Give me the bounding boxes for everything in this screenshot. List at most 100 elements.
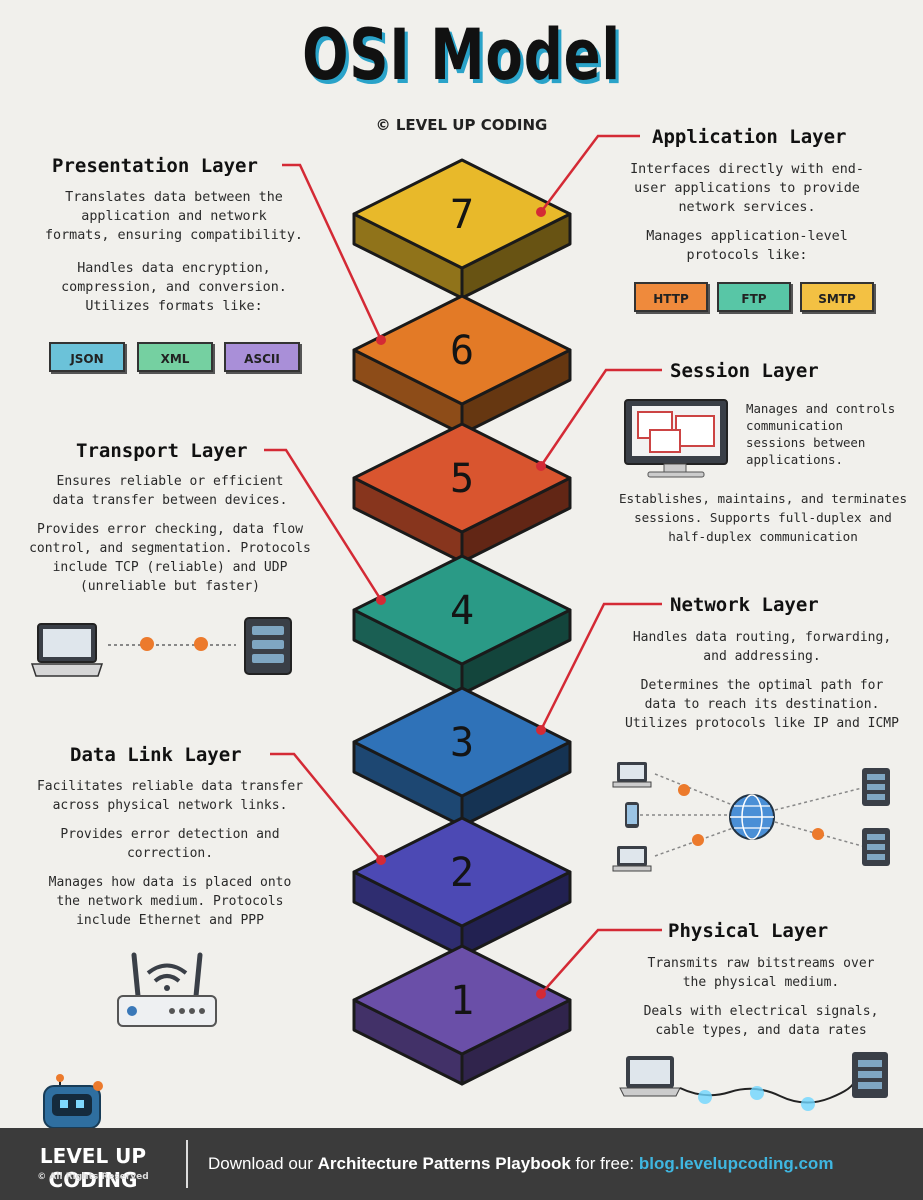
network-p2-line: Determines the optimal path for (640, 678, 884, 693)
physical-leader (540, 928, 662, 995)
physical-layer-desc: Transmits raw bitstreams over the physic… (616, 954, 906, 1050)
transport-p2-line: include TCP (reliable) and UDP (52, 560, 288, 575)
network-diagram (612, 762, 890, 872)
layer-number: 3 (450, 720, 474, 766)
transport-leader-dot (376, 595, 386, 605)
datalink-p1-line: Facilitates reliable data transfer (36, 779, 304, 794)
protocol-tag-ftp: FTP (717, 282, 791, 312)
network-layer-desc: Handles data routing, forwarding, and ad… (604, 628, 920, 743)
physical-layer-title: Physical Layer (668, 920, 829, 942)
presentation-p2-line: Utilizes formats like: (85, 299, 263, 314)
network-p1-line: and addressing. (703, 649, 821, 664)
session-leader-dot (536, 461, 546, 471)
network-p2-line: Utilizes protocols like IP and ICMP (625, 716, 899, 731)
layer-number: 1 (450, 978, 474, 1024)
transport-p2-line: Provides error checking, data flow (36, 522, 304, 537)
session-leader (539, 368, 662, 467)
layer-number: 4 (450, 588, 474, 634)
layer-top-face (352, 816, 572, 928)
transport-p1-line: data transfer between devices. (52, 493, 288, 508)
layer-block-5: 5 (352, 422, 572, 564)
session-p2-line: sessions. Supports full-duplex and (634, 510, 892, 525)
session-p2-line: half-duplex communication (668, 529, 858, 544)
datalink-p2-line: correction. (126, 846, 214, 861)
application-p1-line: network services. (678, 200, 816, 215)
session-p1-line: applications. (746, 452, 843, 467)
footer-cta-prefix: Download our (208, 1154, 318, 1173)
network-leader (539, 602, 662, 731)
layer-top-face (352, 686, 572, 798)
layer-top-face (352, 158, 572, 270)
monitor-icon (624, 399, 728, 478)
layer-number: 5 (450, 456, 474, 502)
footer-brand: LEVEL UP CODING (39, 1144, 147, 1192)
network-layer-title: Network Layer (670, 594, 819, 616)
layer-block-2: 2 (352, 816, 572, 958)
layer-block-4: 4 (352, 554, 572, 696)
application-p1-line: user applications to provide (634, 181, 860, 196)
physical-p1-line: Transmits raw bitstreams over (647, 956, 875, 971)
application-layer-desc: Interfaces directly with end- user appli… (612, 160, 882, 275)
transport-layer-title: Transport Layer (76, 440, 248, 462)
presentation-p2-line: Handles data encryption, (77, 261, 271, 276)
page-title: OSI Model (302, 14, 621, 96)
network-p1-line: Handles data routing, forwarding, (632, 630, 892, 645)
datalink-leader-dot (376, 855, 386, 865)
physical-p2-line: Deals with electrical signals, (643, 1004, 879, 1019)
datalink-layer-desc: Facilitates reliable data transfer acros… (20, 777, 320, 940)
presentation-p1-line: Translates data between the (65, 190, 283, 205)
layer-number: 6 (450, 328, 474, 374)
layer-block-1: 1 (352, 944, 572, 1086)
transport-leader (264, 448, 383, 601)
layer-block-6: 6 (352, 294, 572, 436)
format-tag-xml: XML (137, 342, 213, 372)
footer-cta-product: Architecture Patterns Playbook (317, 1154, 571, 1173)
application-p2-line: Manages application-level (646, 229, 848, 244)
datalink-leader (270, 752, 382, 861)
application-leader (540, 134, 640, 213)
datalink-p2-line: Provides error detection and (60, 827, 280, 842)
footer-cta-link[interactable]: blog.levelupcoding.com (638, 1154, 834, 1173)
datalink-p3-line: the network medium. Protocols (56, 894, 284, 909)
laptop-icon (30, 623, 104, 677)
datalink-layer-title: Data Link Layer (70, 744, 242, 766)
session-layer-desc-1: Manages and controls communication sessi… (746, 400, 916, 468)
application-layer-title: Application Layer (652, 126, 847, 148)
footer-rights: © All Rights Reserved (37, 1172, 149, 1182)
footer-bar (0, 1128, 923, 1200)
presentation-layer-desc: Translates data between the application … (36, 188, 312, 326)
presentation-leader (282, 163, 383, 341)
layer-block-3: 3 (352, 686, 572, 828)
datalink-p3-line: Manages how data is placed onto (48, 875, 292, 890)
presentation-p1-line: application and network (81, 209, 267, 224)
transport-p1-line: Ensures reliable or efficient (56, 474, 284, 489)
session-p2-line: Establishes, maintains, and terminates (618, 491, 908, 506)
network-p2-line: data to reach its destination. (644, 697, 880, 712)
datalink-p1-line: across physical network links. (52, 798, 288, 813)
session-layer-desc-2: Establishes, maintains, and terminates s… (606, 489, 920, 546)
session-p1-line: Manages and controls (746, 401, 896, 416)
transport-p2-line: control, and segmentation. Protocols (29, 541, 311, 556)
format-tag-ascii: ASCII (224, 342, 300, 372)
transport-layer-desc: Ensures reliable or efficient data trans… (20, 472, 320, 606)
layer-top-face (352, 944, 572, 1056)
footer-cta-mid: for free: (570, 1154, 639, 1173)
layer-number: 2 (450, 850, 474, 896)
physical-leader-dot (536, 989, 546, 999)
session-p1-line: communication (746, 418, 843, 433)
server-icon (244, 617, 292, 675)
layer-block-7: 7 (352, 158, 572, 300)
presentation-p1-line: formats, ensuring compatibility. (45, 228, 303, 243)
layer-top-face (352, 294, 572, 406)
application-p1-line: Interfaces directly with end- (630, 162, 864, 177)
router-icon (117, 952, 217, 1027)
layer-top-face (352, 554, 572, 666)
protocol-tag-smtp: SMTP (800, 282, 874, 312)
footer-cta: Download our Architecture Patterns Playb… (208, 1154, 833, 1174)
application-p2-line: protocols like: (686, 248, 808, 263)
layer-stack: 7 6 5 4 3 2 1 (352, 158, 572, 1086)
footer-divider (186, 1140, 188, 1188)
robot-mascot-icon (43, 1074, 103, 1129)
application-leader-dot (536, 207, 546, 217)
